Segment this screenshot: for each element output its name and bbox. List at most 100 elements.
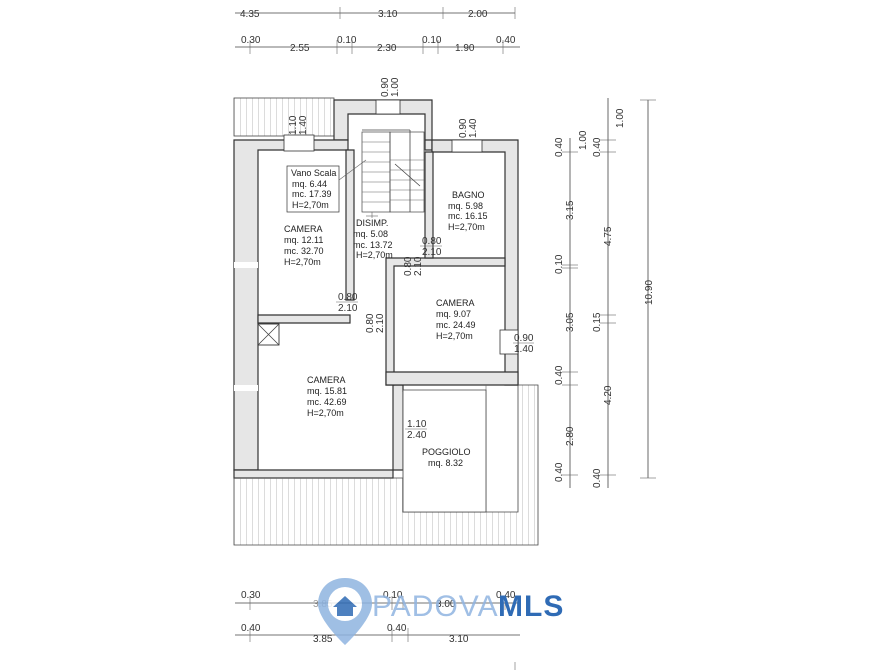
dim-right1-4: 3.05 <box>565 312 576 332</box>
terrace-bottom <box>233 384 539 546</box>
door-camera3-width: 0.80 <box>365 313 376 333</box>
dim-right1-6: 2.80 <box>565 426 576 446</box>
poggiolo-name: POGGIOLO <box>422 447 471 457</box>
right-dimension-col1: 1.00 0.40 3.15 0.10 3.05 0.40 2.80 0.40 <box>554 130 589 488</box>
dim-right1-1: 0.40 <box>554 137 565 157</box>
camera3-mc: mc. 42.69 <box>307 397 347 407</box>
dim-right1-5: 0.40 <box>554 365 565 385</box>
window-left-height: 1.40 <box>298 115 309 135</box>
bagno-name: BAGNO <box>452 190 485 200</box>
right-dimension-total: 10.90 <box>640 99 656 479</box>
vano-scala-mc: mc. 17.39 <box>292 189 332 199</box>
dim-right2-4: 0.15 <box>592 312 603 332</box>
shaft-box <box>257 323 280 346</box>
door-labels: 0.80 2.10 0.80 2.10 0.80 2.10 0.80 2.10 … <box>336 236 442 441</box>
terrace-top-left <box>233 97 335 137</box>
room-bagno: BAGNO mq. 5.98 mc. 16.15 H=2,70m <box>448 190 488 232</box>
door-camera1-height: 2.10 <box>338 303 358 314</box>
dim-bottom2-4: 3.10 <box>449 634 469 645</box>
dim-right1-top: 1.00 <box>578 130 589 150</box>
camera2-name: CAMERA <box>436 298 475 308</box>
bagno-mc: mc. 16.15 <box>448 211 488 221</box>
room-poggiolo: POGGIOLO mq. 8.32 <box>422 447 471 468</box>
camera1-mc: mc. 32.70 <box>284 246 324 256</box>
camera2-h: H=2,70m <box>436 331 473 341</box>
dim-right2-3: 4.75 <box>603 226 614 246</box>
dim-top2-4: 2.30 <box>377 43 397 54</box>
door-camera3-height: 2.10 <box>375 313 386 333</box>
room-disimp: DISIMP. mq. 5.08 mc. 13.72 H=2,70m <box>353 218 393 260</box>
disimp-mq: mq. 5.08 <box>353 229 388 239</box>
window-camera2-width: 0.90 <box>514 333 534 344</box>
dim-bottom1-3: 0.10 <box>383 590 403 601</box>
bagno-h: H=2,70m <box>448 222 485 232</box>
dim-bottom2-2: 3.85 <box>313 634 333 645</box>
padovamls-logo: PADOVA MLS <box>318 578 564 645</box>
right-dimension-col2: 1.00 0.40 4.75 0.15 4.20 0.40 <box>592 98 626 488</box>
dim-top2-5: 0.10 <box>422 35 442 46</box>
camera1-name: CAMERA <box>284 224 323 234</box>
dim-bottom1-5: 0.40 <box>496 590 516 601</box>
dim-right1-7: 0.40 <box>554 462 565 482</box>
dim-top-1: 4.35 <box>240 9 260 20</box>
vano-scala-name: Vano Scala <box>291 168 336 178</box>
logo-text-padova: PADOVA <box>372 590 499 623</box>
room-camera-3: CAMERA mq. 15.81 mc. 42.69 H=2,70m <box>307 375 347 418</box>
window-right-width: 0.90 <box>458 118 469 138</box>
logo-pin-icon <box>318 578 372 645</box>
vano-scala-mq: mq. 6.44 <box>292 179 327 189</box>
disimp-mc: mc. 13.72 <box>353 240 393 250</box>
dim-right2-1: 1.00 <box>615 108 626 128</box>
disimp-h: H=2,70m <box>356 250 393 260</box>
dim-top-2: 3.10 <box>378 9 398 20</box>
stairs <box>361 129 425 218</box>
dim-right2-6: 0.40 <box>592 468 603 488</box>
door-bagno-height: 2.10 <box>422 247 442 258</box>
dim-bottom2-3: 0.40 <box>387 623 407 634</box>
dim-right1-2: 3.15 <box>565 200 576 220</box>
window-left-width: 1.10 <box>288 115 299 135</box>
dim-right2-2: 0.40 <box>592 137 603 157</box>
building-walls <box>233 97 519 479</box>
dim-right-total: 10.90 <box>644 280 655 305</box>
vano-scala-h: H=2,70m <box>292 200 329 210</box>
window-camera2-height: 1.40 <box>514 344 534 355</box>
window-right-height: 1.40 <box>468 118 479 138</box>
poggiolo-mq: mq. 8.32 <box>428 458 463 468</box>
dim-bottom2-1: 0.40 <box>241 623 261 634</box>
dim-right2-5: 4.20 <box>603 385 614 405</box>
dim-bottom1-4: 3.00 <box>436 599 456 610</box>
dim-top2-6: 1.90 <box>455 43 475 54</box>
camera3-name: CAMERA <box>307 375 346 385</box>
camera3-mq: mq. 15.81 <box>307 386 347 396</box>
bottom-dimension-lines: 0.30 3.85 0.10 3.00 0.40 0.40 3.85 0.40 … <box>235 590 520 670</box>
door-poggiolo-width: 1.10 <box>407 419 427 430</box>
camera2-mc: mc. 24.49 <box>436 320 476 330</box>
window-top-height: 1.00 <box>390 77 401 97</box>
dim-top2-2: 2.55 <box>290 43 310 54</box>
door-poggiolo-height: 2.40 <box>407 430 427 441</box>
logo-text-mls: MLS <box>498 590 564 623</box>
door-camera1-width: 0.80 <box>338 292 358 303</box>
dim-top-3: 2.00 <box>468 9 488 20</box>
dim-top2-1: 0.30 <box>241 35 261 46</box>
top-dimension-lines: 4.35 3.10 2.00 0.30 2.55 0.10 2.30 0.10 … <box>235 7 520 54</box>
window-top-width: 0.90 <box>380 77 391 97</box>
room-vano-scala: Vano Scala mq. 6.44 mc. 17.39 H=2,70m <box>286 159 367 213</box>
camera2-mq: mq. 9.07 <box>436 309 471 319</box>
camera1-mq: mq. 12.11 <box>284 235 323 245</box>
camera3-h: H=2,70m <box>307 408 344 418</box>
dim-bottom1-1: 0.30 <box>241 590 261 601</box>
door-camera2-height: 2.10 <box>413 256 424 276</box>
dim-top2-3: 0.10 <box>337 35 357 46</box>
dim-top2-7: 0.40 <box>496 35 516 46</box>
camera1-h: H=2,70m <box>284 257 321 267</box>
bagno-mq: mq. 5.98 <box>448 201 483 211</box>
room-camera-1: CAMERA mq. 12.11 mc. 32.70 H=2,70m <box>284 224 324 267</box>
door-camera2-width: 0.80 <box>403 256 414 276</box>
room-camera-2: CAMERA mq. 9.07 mc. 24.49 H=2,70m <box>436 298 476 341</box>
door-bagno-width: 0.80 <box>422 236 442 247</box>
disimp-name: DISIMP. <box>356 218 388 228</box>
window-labels: 0.90 1.00 1.10 1.40 0.90 1.40 0.90 1.40 <box>288 77 534 355</box>
